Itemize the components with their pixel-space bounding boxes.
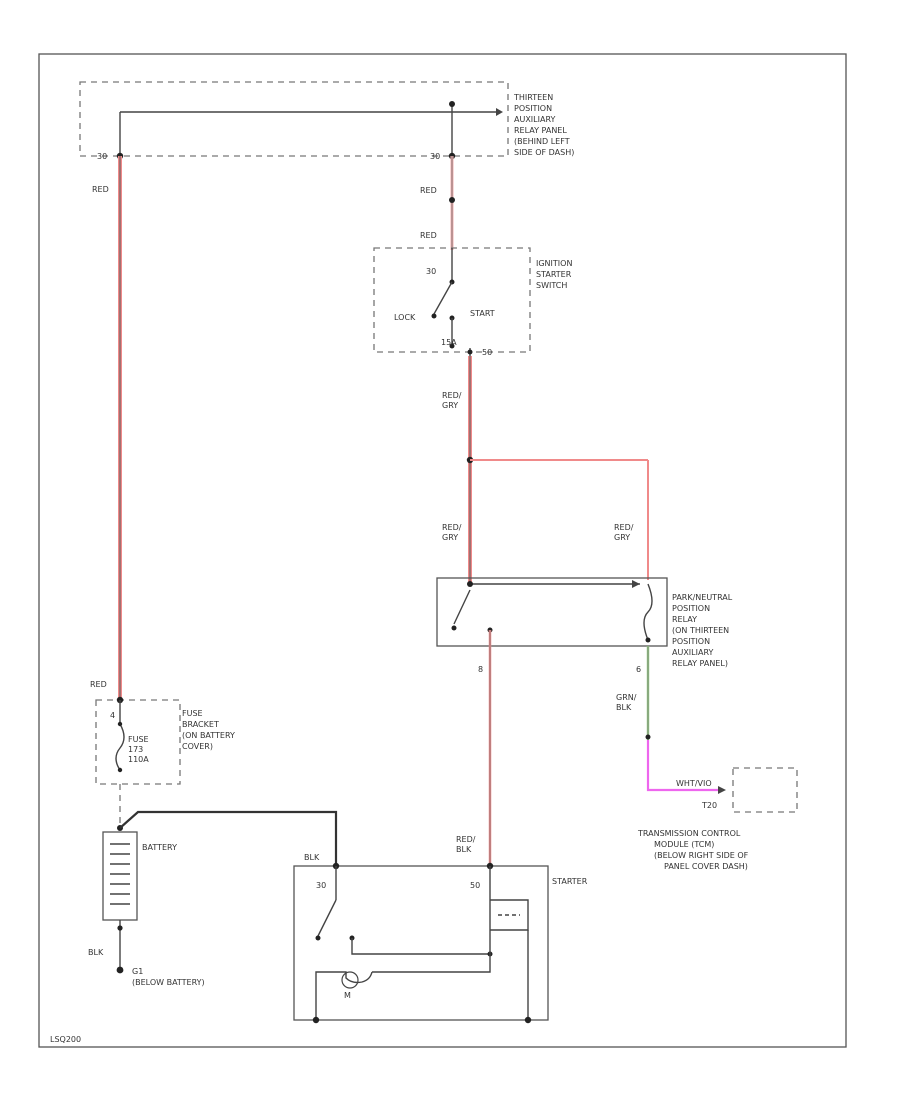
fuse-name: FUSE 173 110A	[128, 735, 151, 764]
battery: BATTERY	[102, 825, 177, 921]
aux-panel-label: THIRTEEN POSITION AUXILIARY RELAY PANEL …	[513, 93, 574, 157]
page-frame	[38, 53, 847, 1048]
aux-left-pin: 30	[97, 152, 107, 161]
fuse-bracket: 4 FUSE 173 110A FUSE BRACKET (ON BATTERY…	[95, 696, 237, 826]
battery-label: BATTERY	[142, 843, 177, 852]
ignition-lock-label: LOCK	[394, 313, 416, 322]
wire-red-label-top: RED	[92, 185, 109, 194]
transmission-control-module: T20 TRANSMISSION CONTROL MODULE (TCM) (B…	[637, 767, 798, 871]
aux-right-pin: 30	[430, 152, 440, 161]
fuse-bracket-label: FUSE BRACKET (ON BATTERY COVER)	[182, 709, 237, 751]
wire-red-label-fuse: RED	[90, 680, 107, 689]
relay-pin-right: 6	[636, 665, 641, 674]
relay-pin-left: 8	[478, 665, 483, 674]
ignition-pin-top: 30	[426, 267, 436, 276]
wire-red-label-3: RED	[420, 231, 437, 240]
starter-pin-30: 30	[316, 881, 326, 890]
tcm-pin: T20	[701, 801, 717, 810]
ground-label: G1 (BELOW BATTERY)	[132, 967, 205, 987]
fuse-pin: 4	[110, 711, 115, 720]
auxiliary-relay-panel: 30 30 THIRTEEN POSITION AUXILIARY RELAY …	[79, 81, 574, 161]
wire-red-blk-label: RED/ BLK	[456, 835, 478, 854]
wire-red-gry-label-1: RED/ GRY	[442, 391, 464, 410]
ignition-switch-label: IGNITION STARTER SWITCH	[536, 259, 575, 290]
ignition-pin-bottom: 15A	[441, 338, 457, 347]
wire-violet	[646, 740, 722, 792]
tcm-label: TRANSMISSION CONTROL MODULE (TCM) (BELOW…	[637, 829, 751, 871]
park-relay-label: PARK/NEUTRAL POSITION RELAY (ON THIRTEEN…	[672, 593, 735, 668]
wire-blk-battery-label: BLK	[88, 948, 104, 957]
wire-blk-starter-label: BLK	[304, 853, 320, 862]
ignition-start-label: START	[470, 309, 495, 318]
starter-pin-50: 50	[470, 881, 480, 890]
starter-motor-label: M	[344, 991, 351, 1000]
starter-label: STARTER	[552, 877, 588, 886]
ignition-starter-switch: 30 LOCK START 15A 50 IGNITION STARTER SW…	[373, 247, 575, 357]
wire-grn-blk-label: GRN/ BLK	[616, 693, 639, 712]
ignition-pin-bottom-right: 50	[482, 348, 492, 357]
starter: M 30 50 BLK STARTER	[293, 853, 588, 1024]
footer-code: LSQ200	[50, 1035, 81, 1044]
wire-red-gry-label-2: RED/ GRY	[442, 523, 464, 542]
wire-red-label-2: RED	[420, 186, 437, 195]
park-neutral-relay: 8 6 PARK/NEUTRAL POSITION RELAY (ON THIR…	[436, 577, 735, 674]
wire-violet-label: WHT/VIO	[676, 779, 712, 788]
battery-cable	[119, 810, 338, 866]
wire-red-gry-label-3: RED/ GRY	[614, 523, 636, 542]
